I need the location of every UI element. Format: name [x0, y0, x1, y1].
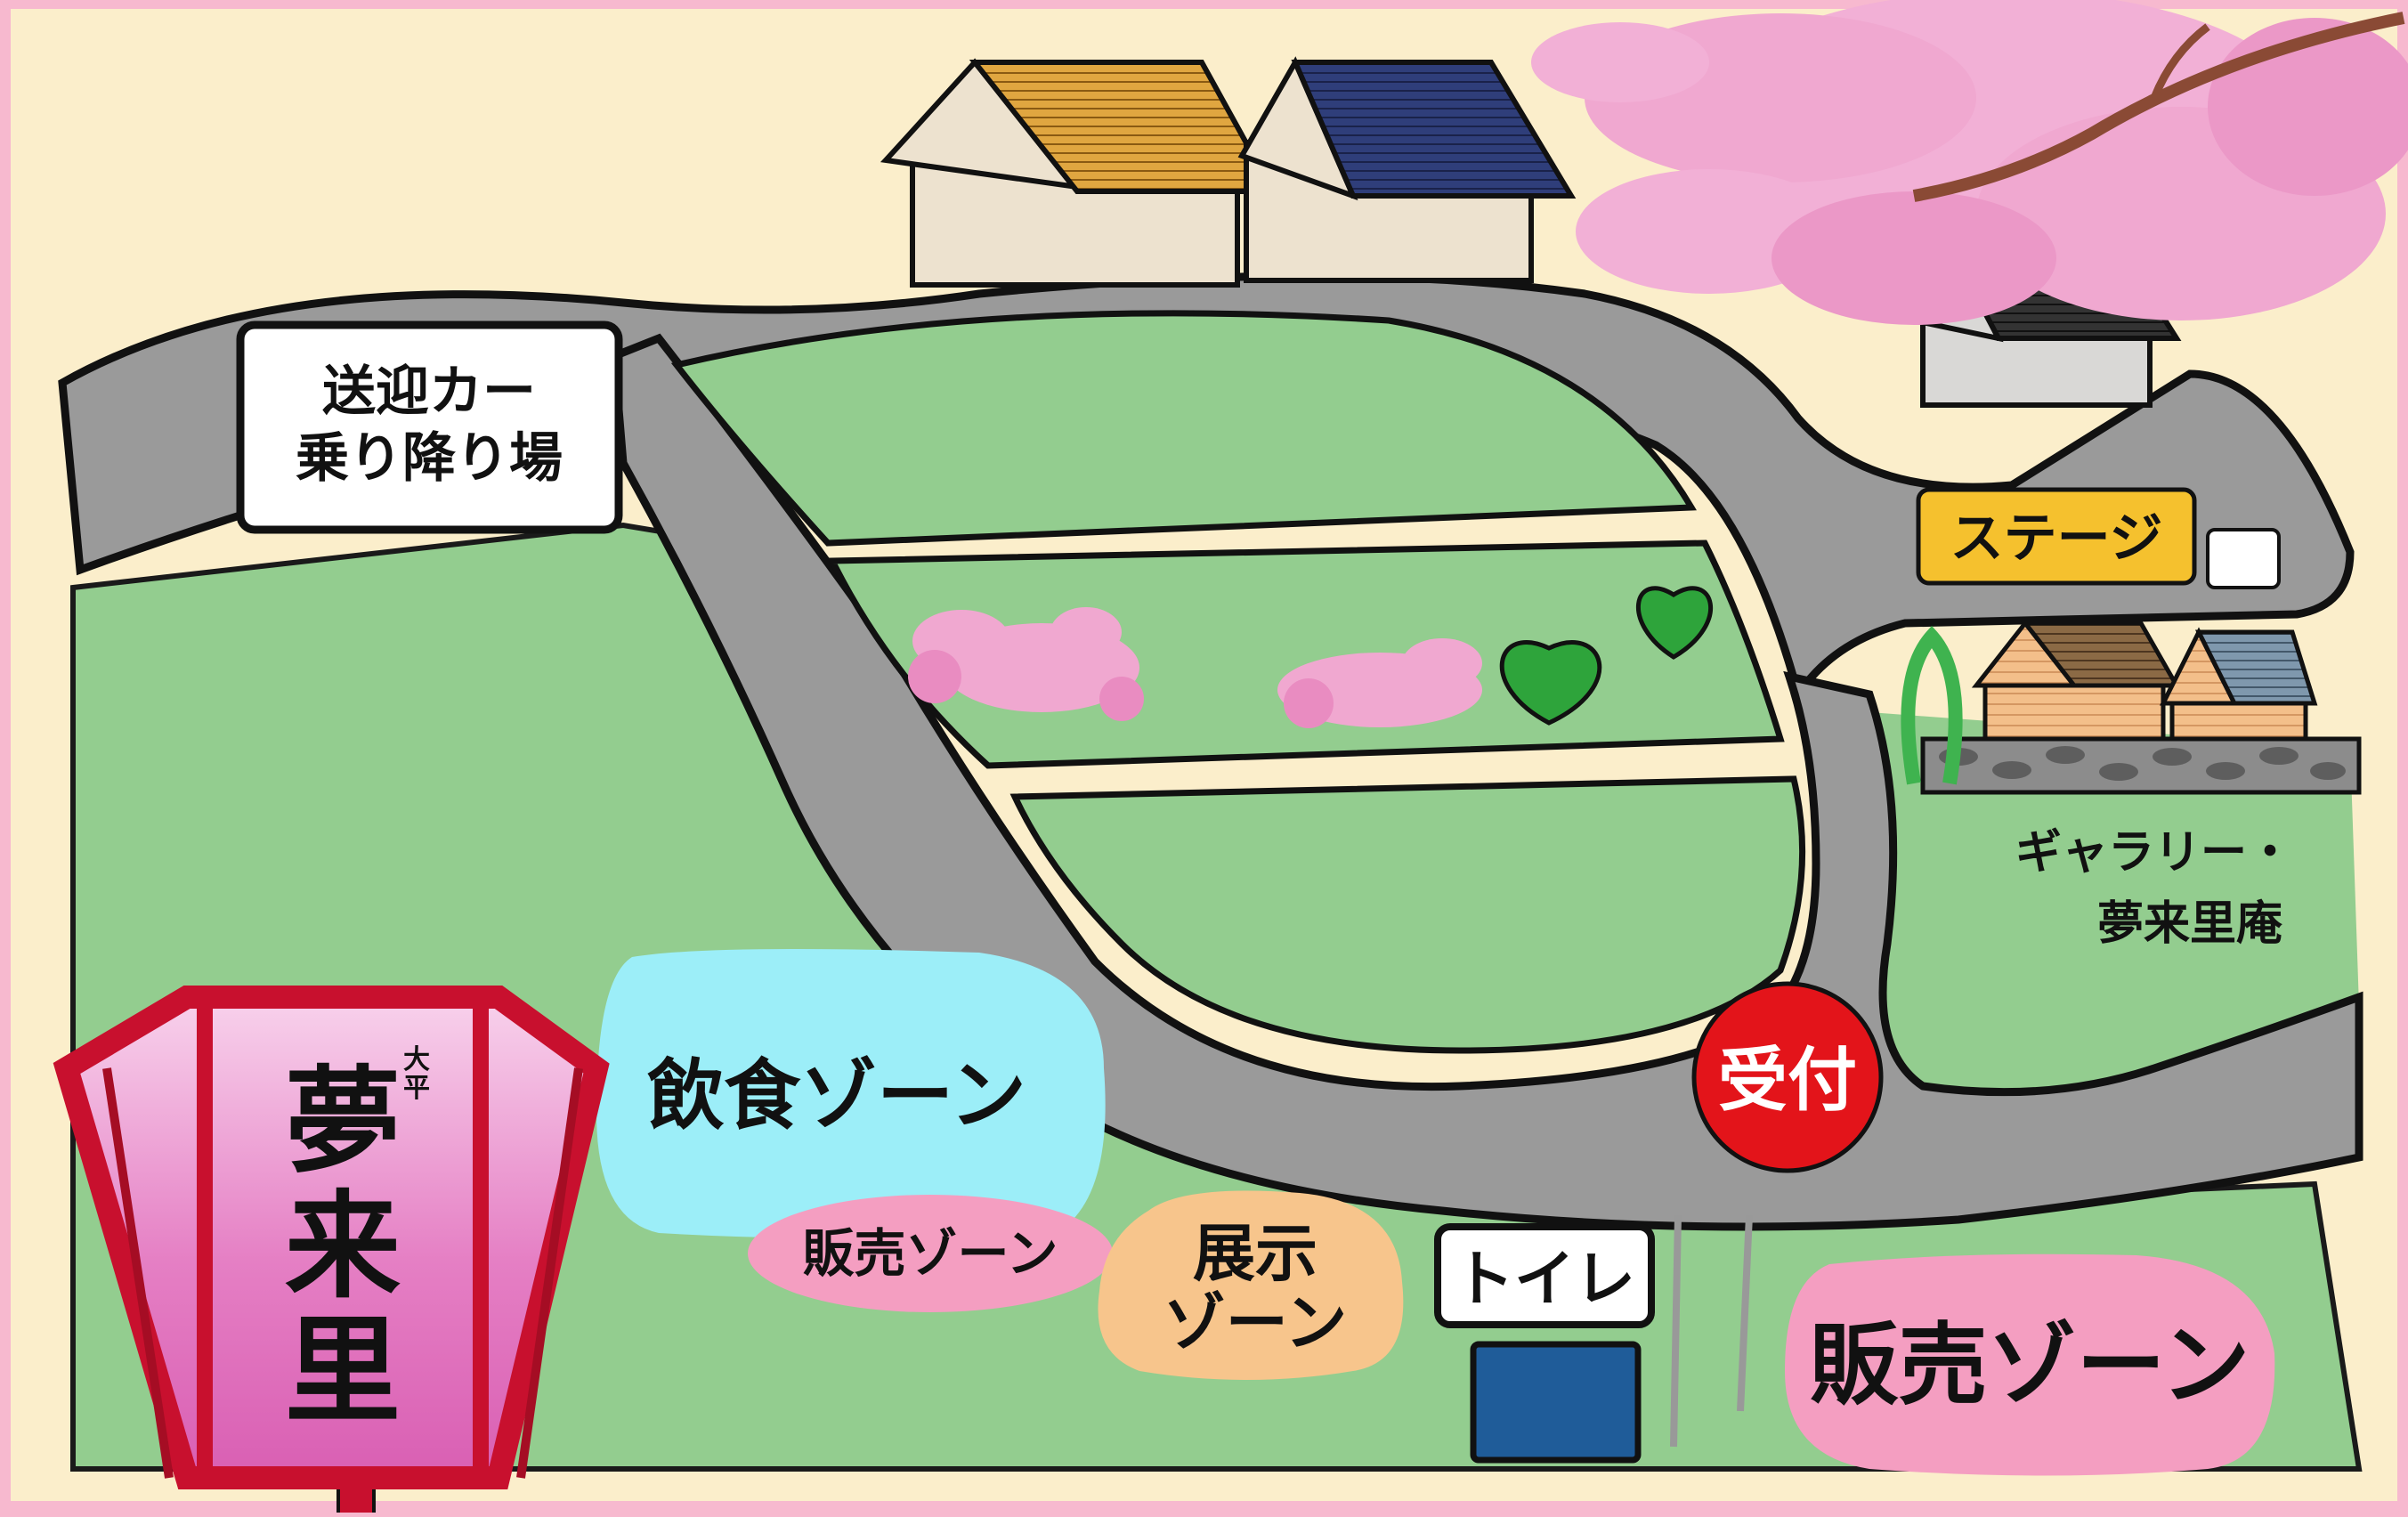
- lantern-char-3: 里: [285, 1303, 401, 1439]
- food-zone: 飲食ゾーン: [596, 949, 1106, 1238]
- gallery-label-line1: ギャラリー・: [2015, 826, 2293, 880]
- flower-patch-left: [908, 607, 1144, 721]
- lantern-small-text-2: 平: [403, 1073, 430, 1104]
- food-zone-label: 飲食ゾーン: [647, 1051, 1026, 1140]
- lantern-char-2: 来: [285, 1179, 401, 1314]
- house-orange-roof: [880, 58, 1278, 288]
- lantern-logo: 大 平 夢 来 里: [53, 986, 610, 1517]
- stage-area: ステージ: [1916, 487, 2281, 589]
- gallery-building: [1901, 619, 2362, 795]
- flower-patch-right: [1277, 638, 1482, 728]
- lantern-char-1: 夢: [285, 1054, 401, 1189]
- dropoff-sign: 送迎カー 乗り降り場: [236, 320, 623, 534]
- exhibit-zone: 展示 ゾーン: [1098, 1190, 1404, 1380]
- exhibit-zone-label-line1: 展示: [1193, 1217, 1318, 1290]
- reception-label: 受付: [1718, 1041, 1857, 1121]
- lantern-small-text-1: 大: [403, 1044, 430, 1075]
- gallery-label-line2: 夢来里庵: [2097, 897, 2282, 951]
- sales-zone-large-label: 販売ゾーン: [1810, 1313, 2250, 1417]
- dropoff-label-line2: 乗り降り場: [296, 427, 563, 490]
- sales-zone-small: 販売ゾーン: [748, 1195, 1113, 1312]
- sales-zone-small-label: 販売ゾーン: [802, 1223, 1058, 1284]
- heart-bush-2: [1636, 586, 1713, 660]
- fence-post-2: [1737, 1214, 1753, 1412]
- sales-zone-large: 販売ゾーン: [1785, 1253, 2275, 1476]
- heart-bush-1: [1499, 640, 1602, 726]
- toilet-label: トイレ: [1454, 1245, 1635, 1315]
- exhibit-zone-label-line2: ゾーン: [1163, 1286, 1348, 1359]
- field-upper: [670, 310, 1697, 547]
- stage-label: ステージ: [1950, 507, 2163, 570]
- dropoff-label-line1: 送迎カー: [322, 361, 536, 423]
- field-lower: [1009, 775, 1806, 1054]
- reception-marker: 受付: [1691, 981, 1884, 1173]
- lawn-right: [1863, 712, 2359, 1104]
- house-navy-roof: [1237, 56, 1577, 283]
- fence-post-1: [1670, 1214, 1682, 1448]
- toilet: トイレ: [1434, 1223, 1655, 1464]
- cherry-blossom-canopy: [1531, 0, 2408, 325]
